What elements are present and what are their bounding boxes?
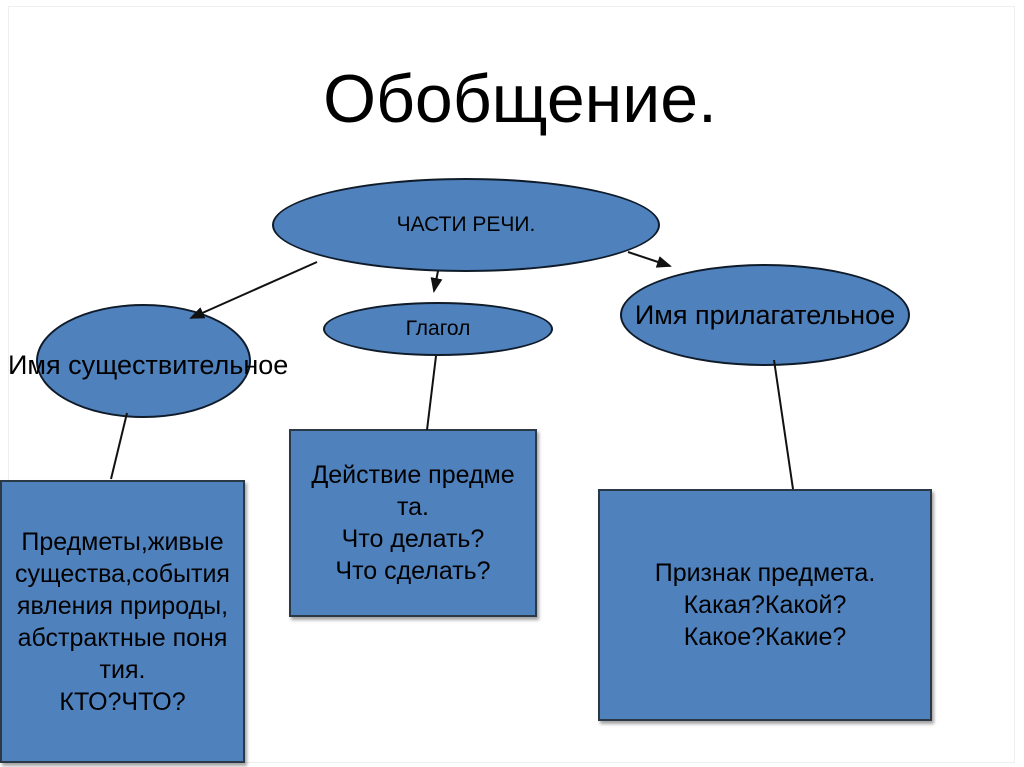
connector-verb-to-box [426, 355, 437, 431]
slide-title: Обобщение. [323, 61, 717, 137]
connector-root-to-noun [189, 261, 318, 319]
detail-box-adjective: Признак предмета. Какая?Какой? Какое?Как… [598, 489, 932, 721]
node-noun [36, 304, 251, 418]
detail-box-verb: Действие предме та. Что делать? Что сдел… [289, 429, 537, 617]
node-verb: Глагол [323, 302, 553, 356]
node-adjective-label: Имя прилагательное [634, 299, 896, 330]
node-adjective: Имя прилагательное [620, 264, 910, 366]
detail-box-noun: Предметы,живые существа,события явления … [0, 480, 245, 763]
connector-noun-to-box [110, 412, 128, 480]
connector-root-to-adjective [627, 251, 672, 268]
detail-box-noun-text: Предметы,живые существа,события явления … [15, 527, 230, 716]
node-parts-of-speech: ЧАСТИ РЕЧИ. [272, 178, 660, 272]
node-noun-label: Имя существительное [8, 350, 289, 380]
detail-box-verb-text: Действие предме та. Что делать? Что сдел… [311, 461, 515, 585]
detail-box-adjective-text: Признак предмета. Какая?Какой? Какое?Как… [654, 559, 876, 651]
node-parts-of-speech-label: ЧАСТИ РЕЧИ. [396, 213, 536, 236]
connector-adjective-to-box [773, 359, 794, 490]
node-verb-label: Глагол [405, 317, 471, 340]
connector-root-to-verb [430, 270, 443, 293]
